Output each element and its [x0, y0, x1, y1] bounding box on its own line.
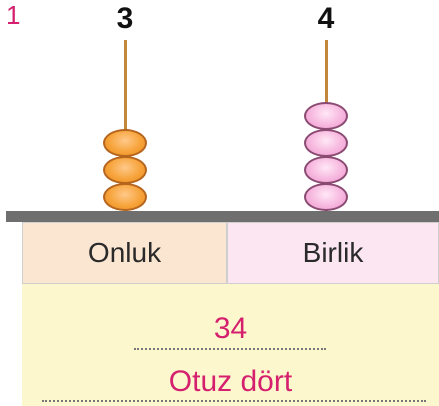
answer-words: Otuz dört — [168, 365, 293, 398]
ones-place-label: Birlik — [227, 222, 439, 284]
answer-panel: 34 Otuz dört — [22, 284, 439, 406]
tens-rod — [123, 40, 127, 214]
words-writing-line — [42, 400, 426, 402]
tens-place-label: Onluk — [22, 222, 227, 284]
ones-digit: 4 — [317, 2, 335, 35]
answer-numeral: 34 — [213, 312, 248, 345]
abacus-base — [6, 211, 439, 222]
tens-digit: 3 — [116, 2, 134, 35]
ones-rod — [324, 40, 328, 214]
exercise-number: 1 — [6, 0, 21, 30]
numeral-writing-line — [134, 348, 326, 350]
